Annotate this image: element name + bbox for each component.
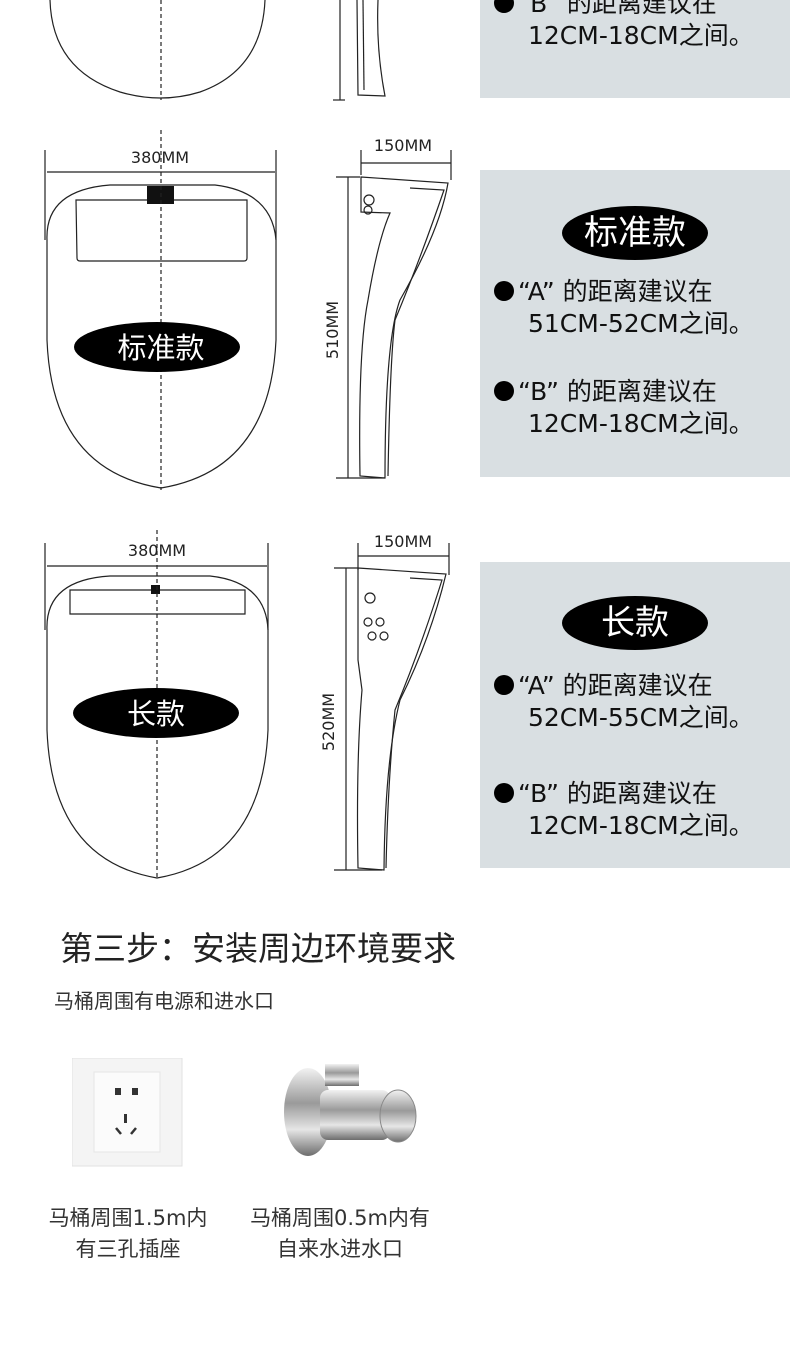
length-dimension: 520MM [319,693,338,751]
distance-panel-long: 长款 “A” 的距离建议在 52CM-55CM之间。 “B” 的距离建议在 12… [480,562,790,868]
caption-line: 马桶周围0.5m内有 [250,1206,430,1230]
bullet-icon [494,281,514,301]
front-view-partial [49,0,266,100]
distance-b-label: “B” 的距离建议在 [518,0,717,18]
power-socket-icon [72,1058,183,1167]
caption-line: 自来水进水口 [277,1237,403,1261]
distance-panel-partial: “B” 的距离建议在 12CM-18CM之间。 [480,0,790,98]
distance-b-range: 12CM-18CM之间。 [528,409,754,438]
distance-a-range: 51CM-52CM之间。 [528,309,754,338]
toilet-seat-drawings: 380MM 标准款 150MM 510MM 380MM 长款 [44,0,452,880]
distance-a-label: “A” 的距离建议在 [518,671,713,700]
step3-subtitle: 马桶周围有电源和进水口 [54,989,274,1013]
depth-dimension: 150MM [374,136,432,155]
front-view-standard: 380MM 标准款 [44,130,277,490]
caption-line: 有三孔插座 [75,1237,181,1261]
valve-caption: 马桶周围0.5m内有 自来水进水口 [230,1203,450,1265]
bullet-icon [494,0,514,13]
width-dimension: 380MM [128,541,186,560]
distance-b-range: 12CM-18CM之间。 [528,21,754,50]
model-label: 标准款 [117,331,204,365]
bullet-icon [494,783,514,803]
distance-b-label: “B” 的距离建议在 [518,377,717,406]
side-view-partial [333,0,386,101]
distance-b-label: “B” 的距离建议在 [518,779,717,808]
panel-title-pill: 标准款 [562,206,708,260]
distance-a-label: “A” 的距离建议在 [518,277,713,306]
step3-heading: 第三步：安装周边环境要求 [60,929,456,968]
caption-line: 马桶周围1.5m内 [48,1206,208,1230]
bullet-icon [494,675,514,695]
front-view-long: 380MM 长款 [44,530,269,880]
side-view-long: 150MM 520MM [319,532,450,871]
panel-title-pill: 长款 [562,596,708,650]
distance-panel-standard: 标准款 “A” 的距离建议在 51CM-52CM之间。 “B” 的距离建议在 1… [480,170,790,477]
width-dimension: 380MM [131,148,189,167]
bullet-icon [494,381,514,401]
depth-dimension: 150MM [374,532,432,551]
length-dimension: 510MM [323,301,342,359]
angle-valve-icon [284,1064,417,1156]
distance-a-range: 52CM-55CM之间。 [528,703,754,732]
socket-caption: 马桶周围1.5m内 有三孔插座 [18,1203,238,1265]
model-label: 长款 [127,697,185,731]
side-view-standard: 150MM 510MM [323,136,452,479]
distance-b-range: 12CM-18CM之间。 [528,811,754,840]
